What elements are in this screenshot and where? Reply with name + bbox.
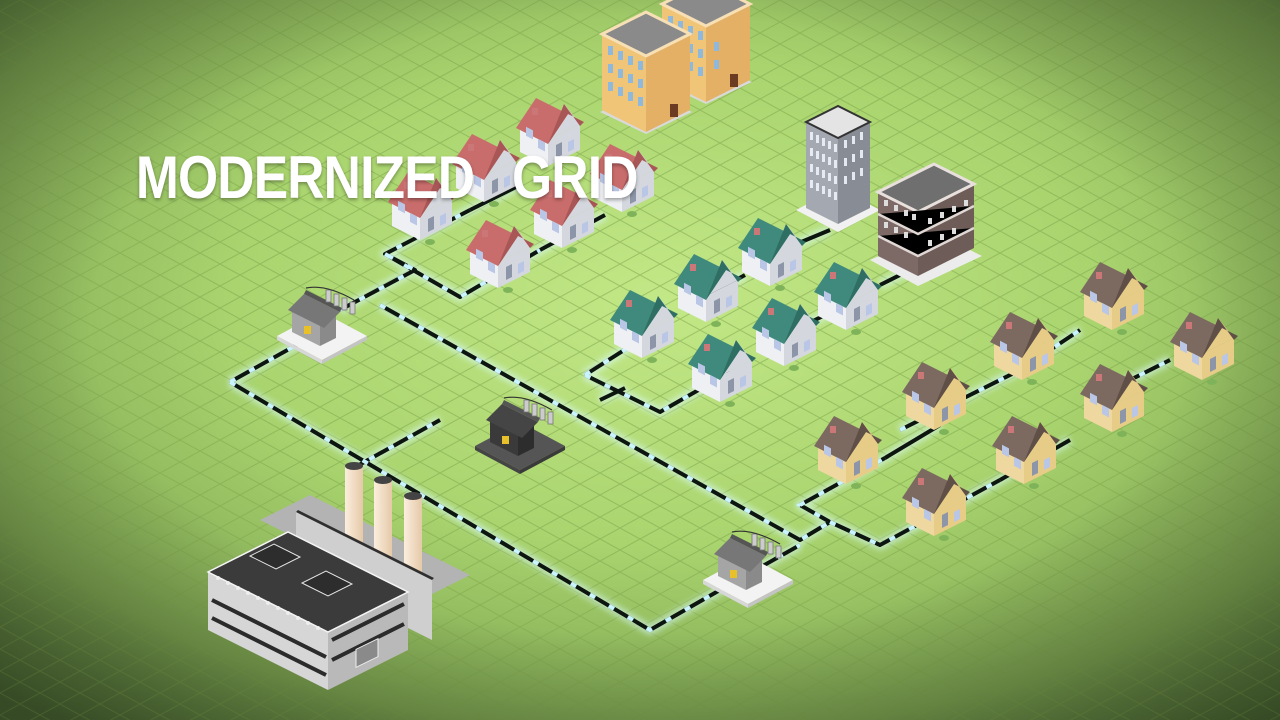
title-word-grid: GRID <box>512 144 638 211</box>
page-title: MODERNIZED GRID <box>82 88 639 268</box>
office-tower <box>796 104 880 232</box>
apartment-buildings <box>598 0 754 134</box>
brick-building <box>870 162 982 286</box>
title-word-modernized: MODERNIZED <box>135 144 475 211</box>
power-plant <box>206 462 470 690</box>
smokestacks <box>345 462 422 576</box>
